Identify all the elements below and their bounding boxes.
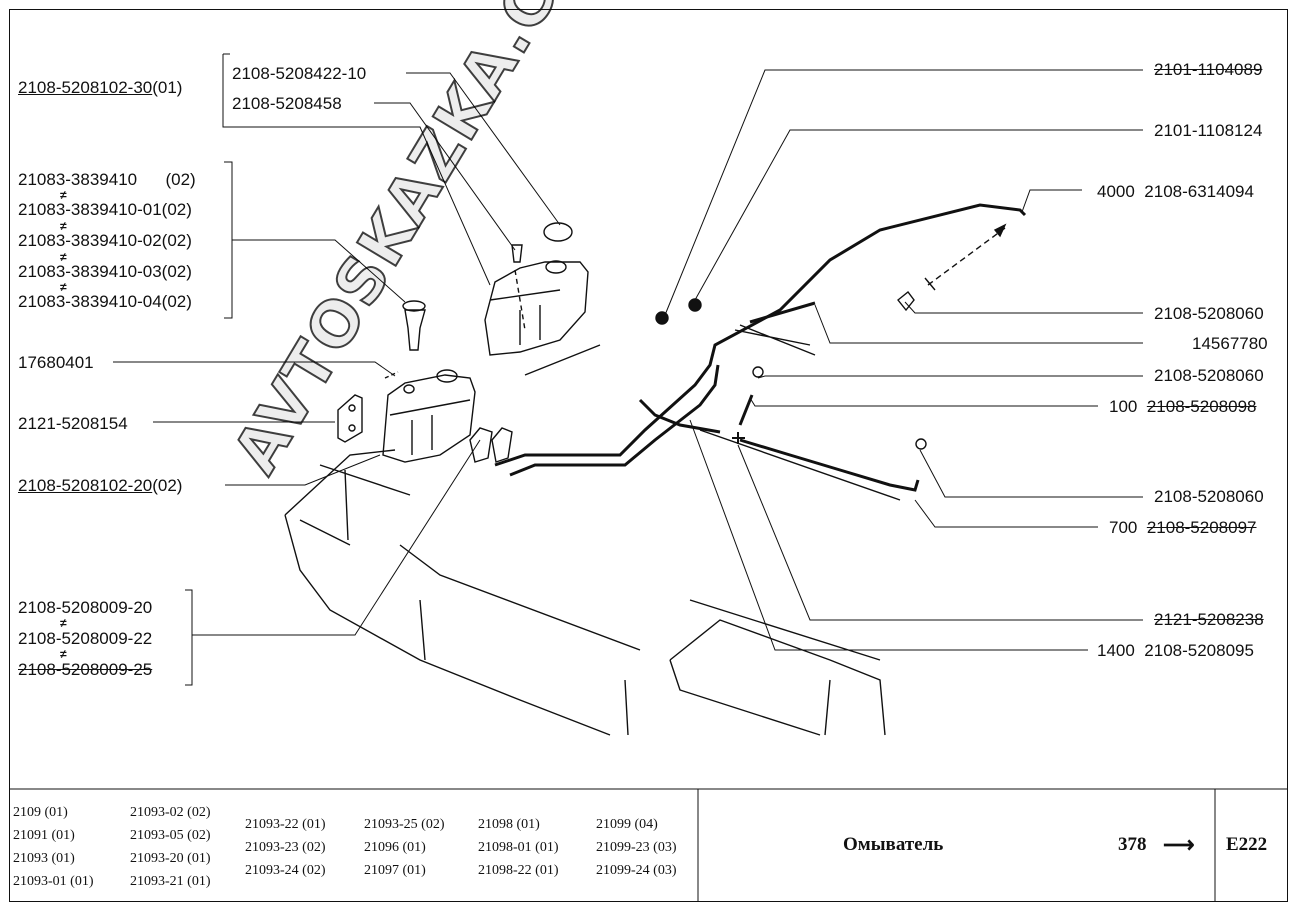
part-clip-label: 14567780 [1192,334,1268,353]
model-cell: 21093-01 (01) [13,874,94,889]
part-pump-label-2: 2108-5208009-25 [18,660,153,679]
model-cell: 2109 (01) [13,805,68,820]
not-interchangeable-mark: ≠ [60,219,67,233]
not-interchangeable-mark: ≠ [60,250,67,264]
model-cell: 21093-24 (02) [245,863,326,878]
model-cell: 21093-20 (01) [130,851,211,866]
arrow-right-icon: ⟶ [1163,832,1195,857]
part-hose-100-label: 100 2108-5208098 [1109,397,1257,416]
model-cell: 21097 (01) [364,863,426,878]
model-cell: 21099-24 (03) [596,863,677,878]
part-plug-label: 2101-1108124 [1154,121,1263,140]
page-title: Омыватель [843,834,944,855]
part-filter-label: 2108-5208458 [232,94,342,113]
part-sensor-label-2: 21083-3839410-02(02) [18,231,192,250]
part-sensor-label-3: 21083-3839410-03(02) [18,262,192,281]
catalog-code: E222 [1226,834,1268,855]
not-interchangeable-mark: ≠ [60,188,67,202]
part-rear-hose-label: 4000 2108-6314094 [1097,182,1254,201]
not-interchangeable-mark: ≠ [60,280,67,294]
model-cell: 21093-02 (02) [130,805,211,820]
model-cell: 21099-23 (03) [596,840,677,855]
part-hose-700-label: 700 2108-5208097 [1109,518,1257,537]
part-nozzle-label: 2108-5208060 [1154,366,1264,385]
not-interchangeable-mark: ≠ [60,616,67,630]
model-cell: 21093-25 (02) [364,817,445,832]
part-screw-label: 17680401 [18,353,94,372]
part-reservoir-assy-30: 2108-5208102-30(01) [18,78,183,97]
part-sensor-label-0: 21083-3839410 (02) [18,170,196,189]
part-hose-1400-label: 1400 2108-5208095 [1097,641,1254,660]
model-cell: 21098-22 (01) [478,863,559,878]
model-cell: 21098 (01) [478,817,540,832]
part-cap-label: 2108-5208422-10 [232,64,367,83]
drawing-frame [9,9,1288,902]
part-bracket-label: 2121-5208154 [18,414,128,433]
page-reference: 378 [1118,834,1147,855]
model-cell: 21099 (04) [596,817,658,832]
model-cell: 21096 (01) [364,840,426,855]
part-sensor-label-4: 21083-3839410-04(02) [18,292,192,311]
model-cell: 21093-22 (01) [245,817,326,832]
part-pump-label-1: 2108-5208009-22 [18,629,153,648]
model-cell: 21093 (01) [13,851,75,866]
model-cell: 21091 (01) [13,828,75,843]
part-nozzle-label: 2108-5208060 [1154,487,1264,506]
model-cell: 21093-05 (02) [130,828,211,843]
part-sensor-label-1: 21083-3839410-01(02) [18,200,192,219]
part-pump-label-0: 2108-5208009-20 [18,598,153,617]
part-tee-label: 2121-5208238 [1154,610,1264,629]
not-interchangeable-mark: ≠ [60,647,67,661]
part-reservoir-assy-20: 2108-5208102-20(02) [18,476,183,495]
model-cell: 21093-23 (02) [245,840,326,855]
model-cell: 21093-21 (01) [130,874,211,889]
part-nozzle-label: 2108-5208060 [1154,304,1264,323]
model-cell: 21098-01 (01) [478,840,559,855]
part-grommet-label: 2101-1104089 [1154,60,1263,79]
